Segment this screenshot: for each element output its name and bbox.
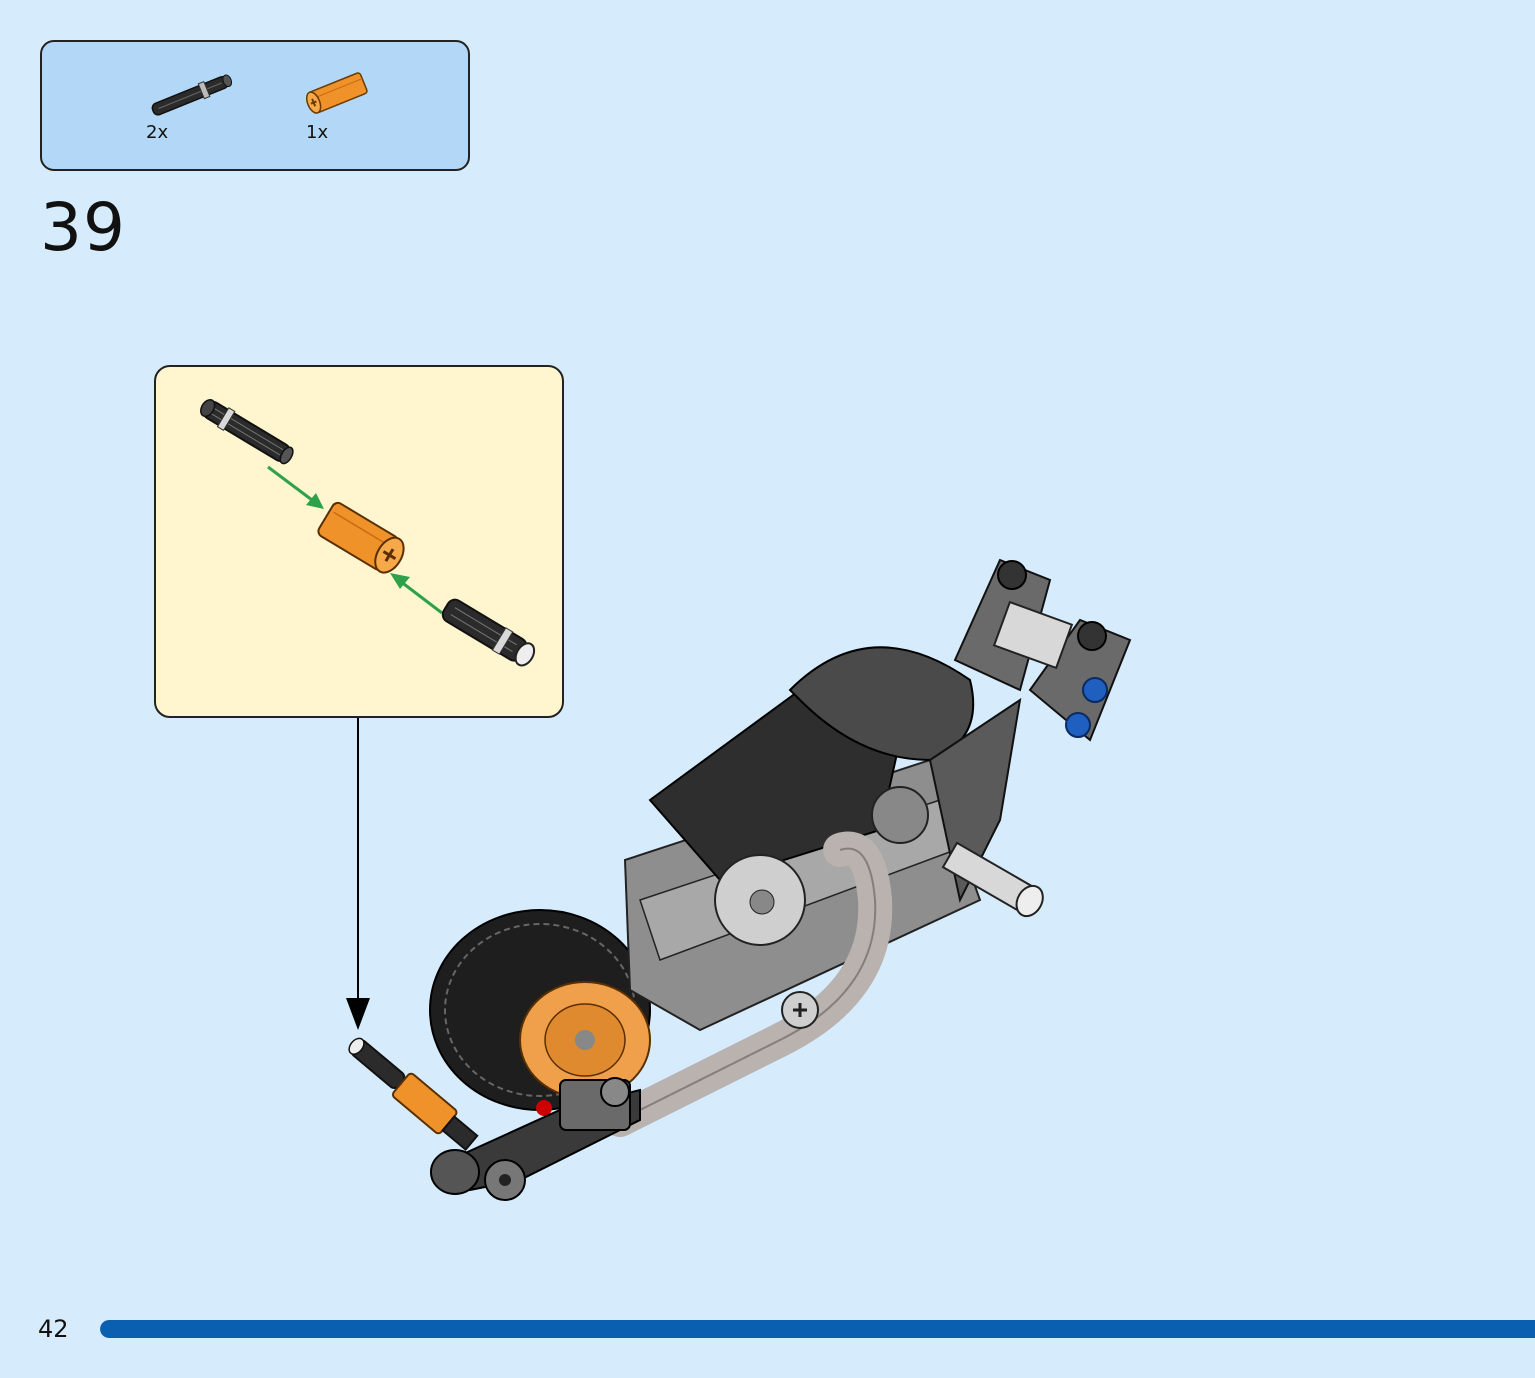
progress-bar	[100, 1320, 1535, 1338]
axle-quantity: 2x	[146, 122, 169, 143]
parts-item-axle: 2x	[142, 70, 242, 150]
connector-quantity: 1x	[306, 122, 329, 143]
axle-assembly-icon	[200, 398, 536, 667]
motorcycle-model-icon	[348, 558, 1132, 1201]
step-number: 39	[40, 189, 126, 266]
sub-assembly-callout	[154, 365, 564, 718]
page-number: 42	[38, 1315, 69, 1343]
black-axle-icon	[151, 74, 233, 116]
parts-item-connector: 1x	[300, 68, 380, 148]
pointer-arrowhead	[346, 998, 370, 1030]
parts-list-box: 2x 1x	[40, 40, 470, 171]
orange-axle-connector-icon	[305, 72, 368, 114]
progress-bar-fill	[100, 1320, 1535, 1338]
model-illustration	[346, 558, 1132, 1201]
